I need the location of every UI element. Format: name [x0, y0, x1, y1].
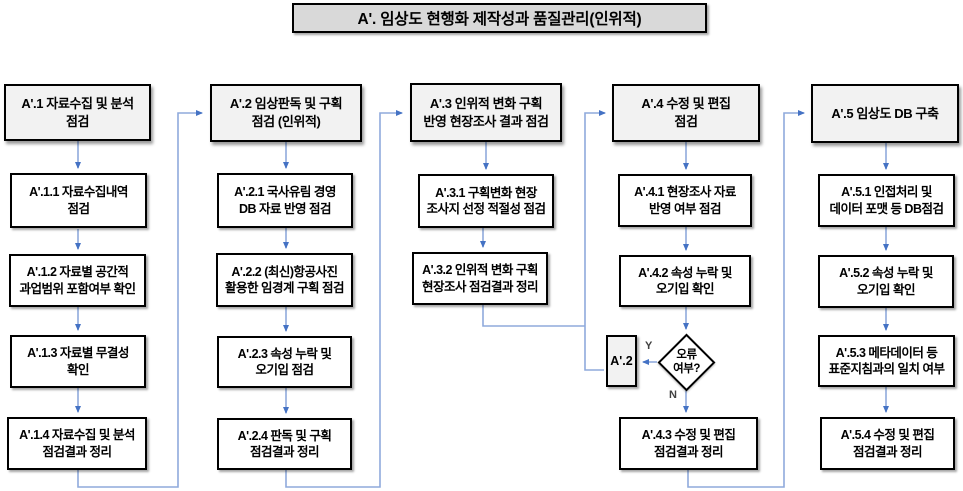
step-box-a2-3: A'.2.3 속성 누락 및 오기입 점검	[217, 336, 352, 388]
decision-label: 오류 여부?	[673, 349, 700, 375]
step-box-a2-1: A'.2.1 국사유림 경영 DB 자료 반영 점검	[217, 173, 353, 228]
step-box-a3-1: A'.3.1 구획변화 현장 조사지 선정 적절성 점검	[418, 174, 554, 228]
step-box-a1-2: A'.1.2 자료별 공간적 과업범위 포함여부 확인	[9, 254, 146, 307]
step-box-a5-1: A'.5.1 인접처리 및 데이터 포맷 등 DB점검	[818, 174, 955, 227]
step-box-a5-2: A'.5.2 속성 누락 및 오기입 확인	[818, 255, 954, 308]
decision-yes-label: Y	[645, 340, 653, 352]
header-box-a2: A'.2 임상판독 및 구획 점검 (인위적)	[210, 84, 362, 142]
step-box-a2-2: A'.2.2 (최신)항공사진 활용한 임경계 구획 점검	[216, 253, 353, 307]
connector-box-a2-return: A'.2	[606, 335, 637, 387]
diagram-title: A'. 임상도 현행화 제작성과 품질관리(인위적)	[292, 3, 707, 33]
step-box-a1-4: A'.1.4 자료수집 및 분석 점검결과 정리	[7, 417, 147, 470]
step-box-a1-3: A'.1.3 자료별 무결성 확인	[10, 335, 146, 388]
header-box-a4: A'.4 수정 및 편집 점검	[612, 84, 760, 142]
step-box-a4-2: A'.4.2 속성 누락 및 오기입 확인	[619, 255, 751, 307]
header-box-a1: A'.1 자료수집 및 분석 점검	[4, 84, 151, 141]
step-box-a2-4: A'.2.4 판독 및 구획 점검결과 정리	[217, 418, 352, 470]
decision-no-label: N	[669, 389, 677, 401]
step-box-a4-1: A'.4.1 현장조사 자료 반영 여부 점검	[618, 174, 752, 227]
step-box-a1-1: A'.1.1 자료수집내역 점검	[10, 173, 147, 228]
header-box-a5: A'.5 임상도 DB 구축	[811, 84, 959, 143]
step-box-a5-4: A'.5.4 수정 및 편집 점검결과 정리	[820, 417, 955, 470]
header-box-a3: A'.3 인위적 변화 구획 반영 현장조사 결과 점검	[410, 83, 562, 142]
step-box-a4-3: A'.4.3 수정 및 편집 점검결과 정리	[619, 417, 758, 470]
step-box-a3-2: A'.3.2 인위적 변화 구획 현장조사 점검결과 정리	[412, 252, 548, 305]
step-box-a5-3: A'.5.3 메타데이터 등 표준지침과의 일치 여부	[818, 335, 955, 387]
